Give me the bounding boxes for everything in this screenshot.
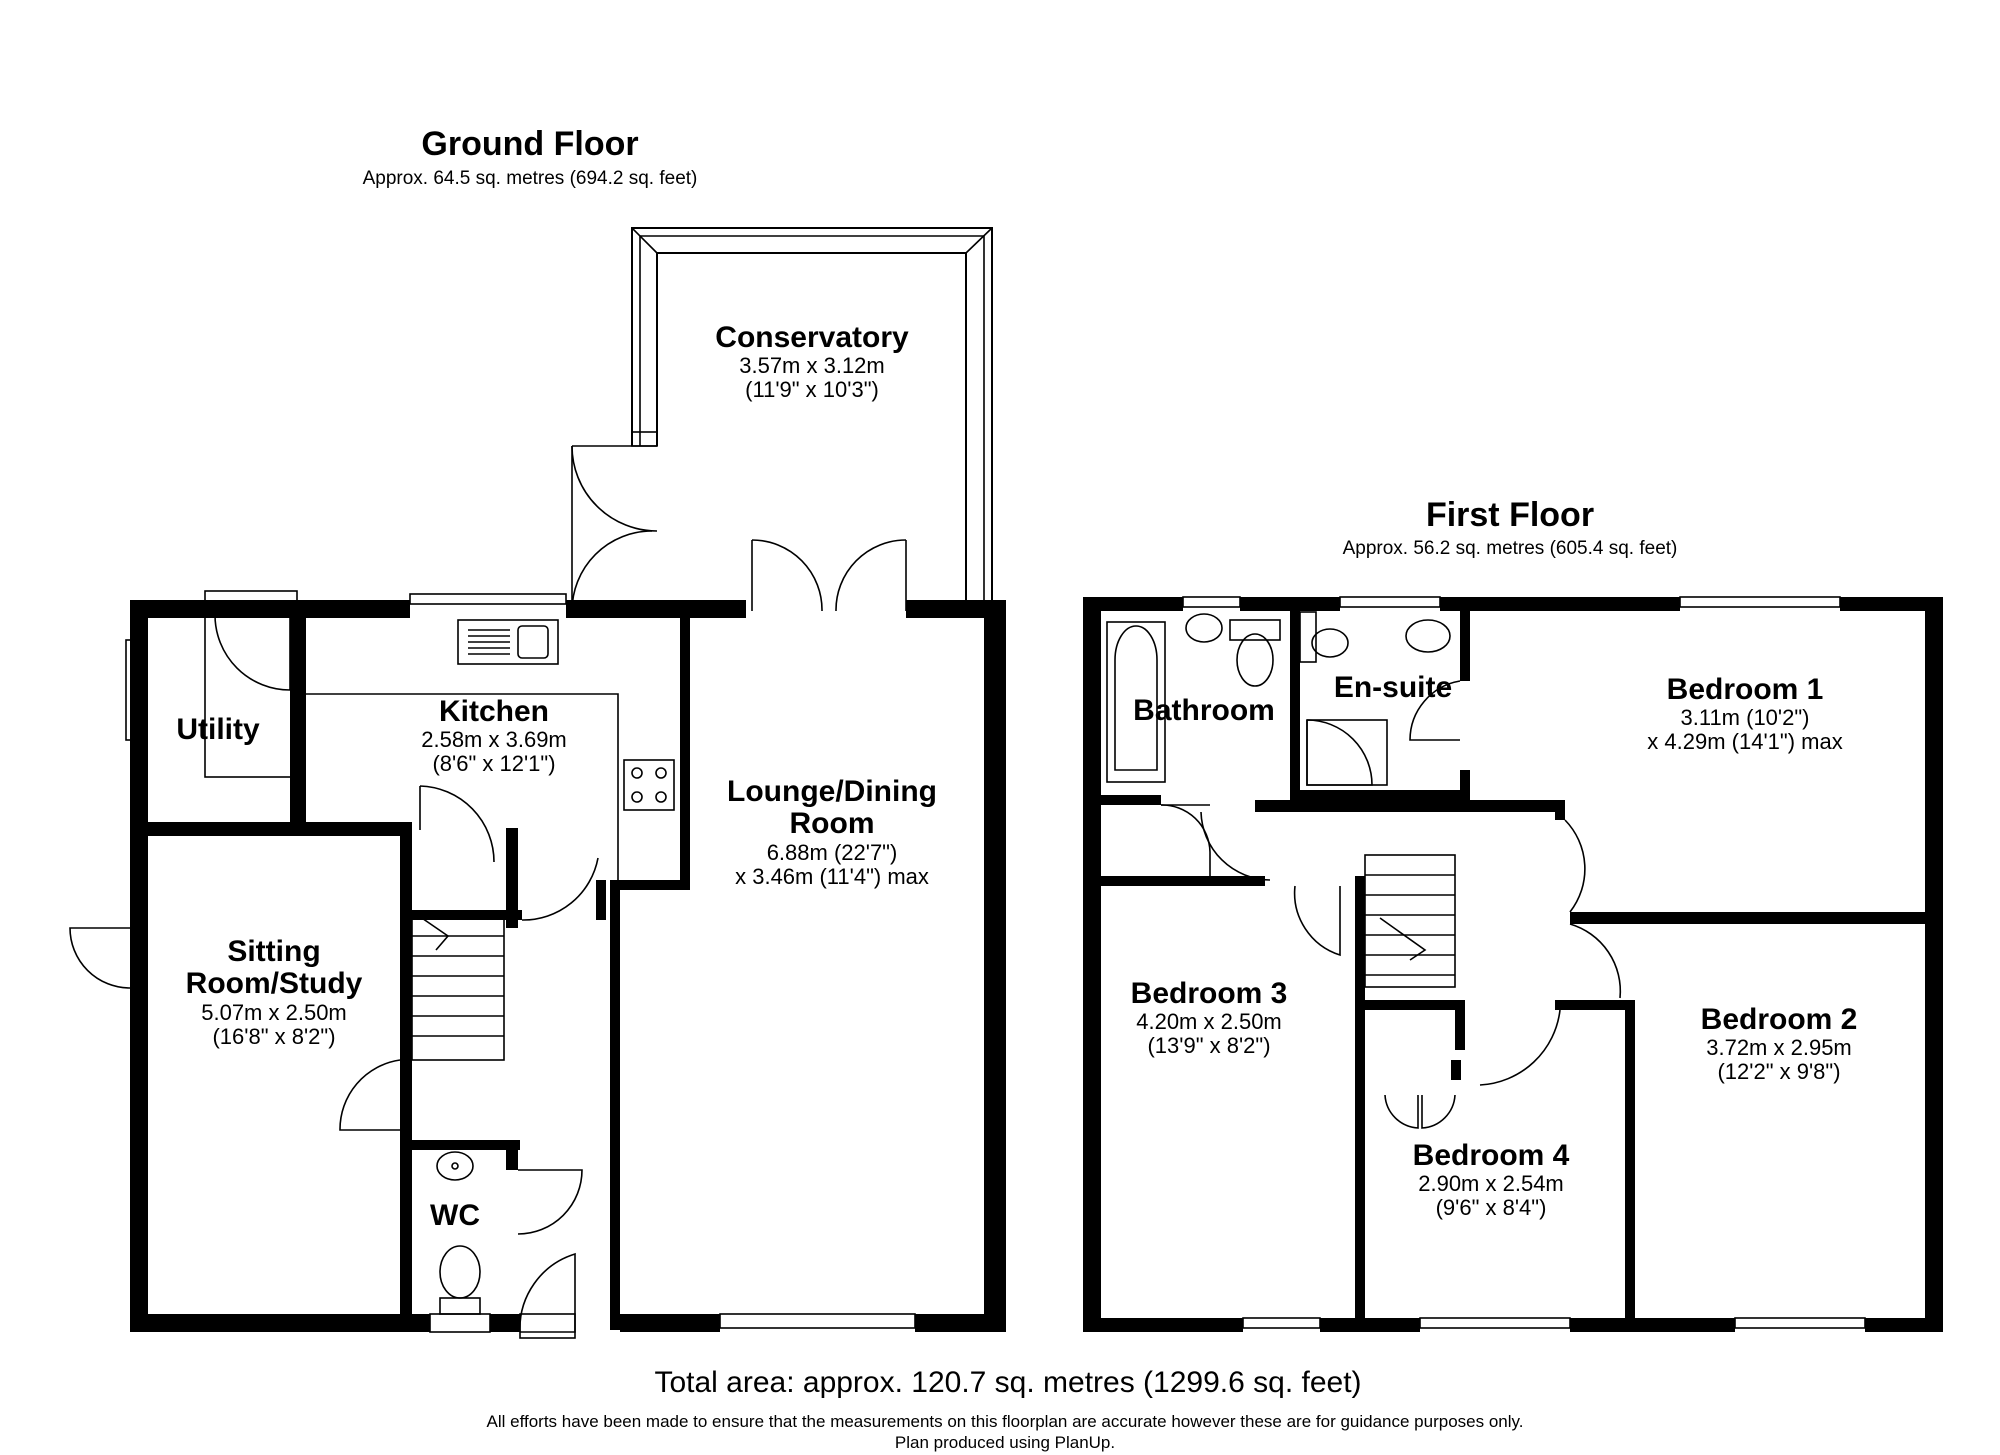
room-dimensions: 3.11m (10'2") (1680, 705, 1810, 731)
room-bedroom-2: Bedroom 2 3.72m x 2.95m (12'2" x 9'8") (1700, 1003, 1858, 1085)
room-name-line2: Room (789, 807, 875, 841)
room-kitchen: Kitchen 2.58m x 3.69m (8'6" x 12'1") (421, 695, 567, 777)
room-dimensions-imperial: (16'8" x 8'2") (212, 1023, 336, 1049)
room-lounge-dining: Lounge/Dining Room 6.88m (22'7") x 3.46m… (727, 775, 937, 889)
disclaimer-line2: Plan produced using PlanUp. (894, 1433, 1116, 1452)
ground-floor-area: Approx. 64.5 sq. metres (694.2 sq. feet) (362, 168, 698, 189)
room-name: Utility (176, 713, 260, 746)
room-name: En-suite (1333, 671, 1453, 704)
room-dimensions: 2.90m x 2.54m (1418, 1171, 1564, 1197)
first-floor-area: Approx. 56.2 sq. metres (605.4 sq. feet) (1342, 538, 1678, 559)
room-name: Sitting (227, 935, 321, 968)
ground-floor-title: Ground Floor (421, 125, 639, 163)
room-dimensions: 3.57m x 3.12m (739, 353, 885, 379)
room-bedroom-4: Bedroom 4 2.90m x 2.54m (9'6" x 8'4") (1412, 1139, 1570, 1221)
room-sitting-study: Sitting Room/Study 5.07m x 2.50m (16'8" … (185, 935, 363, 1049)
room-dimensions-imperial: x 3.46m (11'4") max (735, 863, 929, 889)
room-dimensions: 6.88m (22'7") (766, 839, 898, 865)
room-en-suite: En-suite (1333, 671, 1453, 704)
room-name: Lounge/Dining (727, 775, 937, 808)
room-name-line2: Room/Study (185, 967, 363, 1001)
first-floor-title: First Floor (1425, 496, 1595, 534)
room-conservatory: Conservatory 3.57m x 3.12m (11'9" x 10'3… (715, 321, 909, 403)
room-dimensions: 3.72m x 2.95m (1706, 1035, 1852, 1061)
room-dimensions-imperial: (8'6" x 12'1") (432, 751, 556, 777)
ground-stairs (411, 913, 505, 1061)
room-bedroom-1: Bedroom 1 3.11m (10'2") x 4.29m (14'1") … (1647, 673, 1843, 755)
conservatory-frame (631, 227, 993, 611)
room-name: Kitchen (438, 695, 550, 728)
room-wc: WC (430, 1199, 480, 1232)
room-dimensions-imperial: (12'2" x 9'8") (1717, 1059, 1841, 1085)
total-area: Total area: approx. 120.7 sq. metres (12… (654, 1366, 1362, 1399)
lounge-french-doors (751, 539, 907, 612)
first-stairs (1364, 854, 1456, 988)
conservatory-door (571, 445, 658, 612)
room-name: Bedroom 2 (1700, 1003, 1858, 1036)
room-utility: Utility (176, 713, 260, 746)
room-dimensions: 2.58m x 3.69m (421, 727, 567, 753)
room-name: Bedroom 4 (1412, 1139, 1570, 1172)
room-dimensions-imperial: x 4.29m (14'1") max (1647, 729, 1843, 755)
room-name: Bedroom 1 (1666, 673, 1824, 706)
disclaimer-line1: All efforts have been made to ensure tha… (486, 1412, 1524, 1431)
room-dimensions-imperial: (9'6" x 8'4") (1435, 1195, 1547, 1221)
room-name: Bathroom (1133, 694, 1275, 727)
room-bathroom: Bathroom (1133, 694, 1275, 727)
room-dimensions: 4.20m x 2.50m (1136, 1009, 1282, 1035)
room-bedroom-3: Bedroom 3 4.20m x 2.50m (13'9" x 8'2") (1130, 977, 1288, 1059)
ground-floor-walls (130, 600, 1006, 1332)
room-name: WC (430, 1199, 480, 1232)
room-name: Bedroom 3 (1130, 977, 1288, 1010)
room-name: Conservatory (715, 321, 909, 354)
room-dimensions-imperial: (11'9" x 10'3") (745, 377, 879, 403)
room-dimensions: 5.07m x 2.50m (201, 999, 347, 1025)
room-dimensions-imperial: (13'9" x 8'2") (1147, 1033, 1271, 1059)
first-floor-walls (1083, 597, 1943, 1332)
